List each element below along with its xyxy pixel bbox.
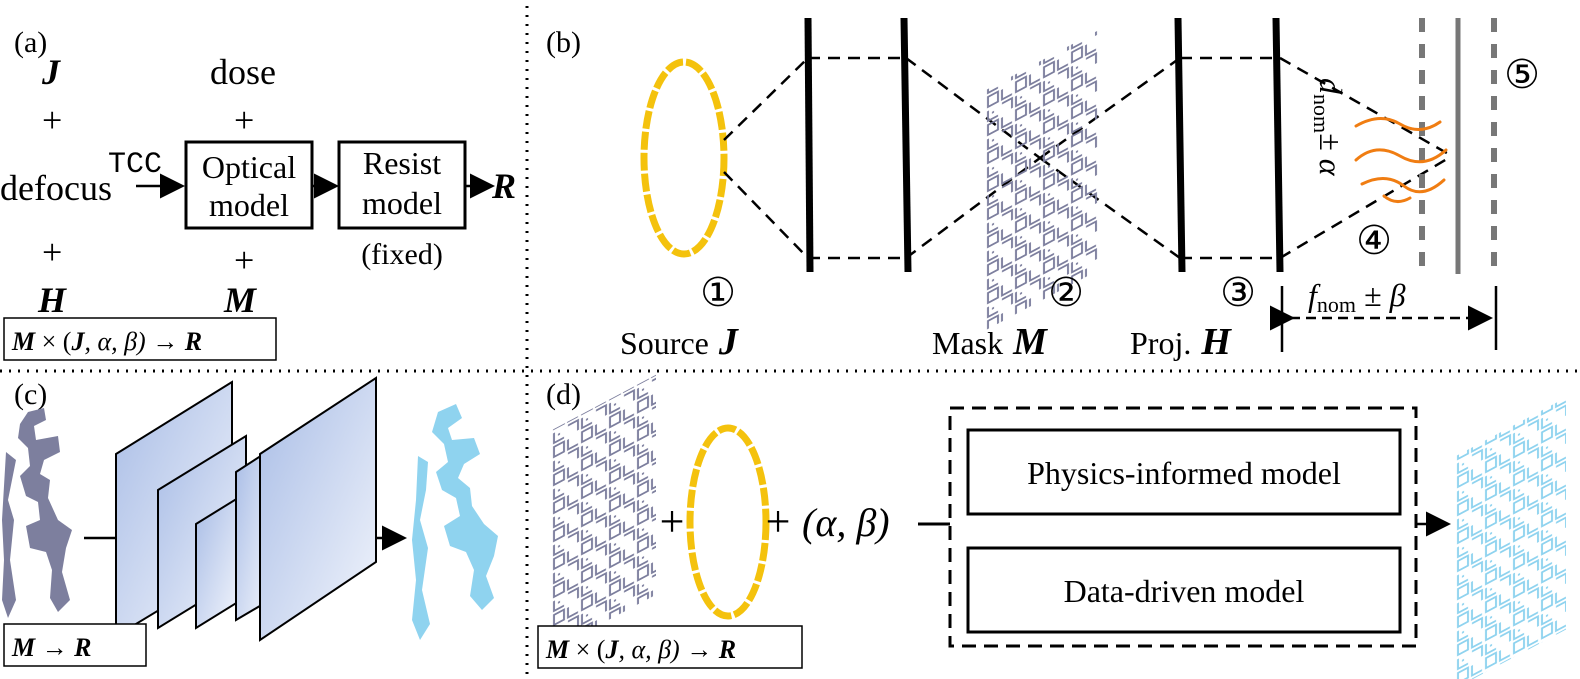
formula-box-a [3, 317, 277, 361]
panel-c-label: (c) [14, 378, 47, 411]
label-fixed: (fixed) [361, 238, 443, 271]
lens-2 [900, 17, 912, 273]
physics-model-label: Physics-informed model [1027, 455, 1341, 491]
symbol-H: H [37, 280, 67, 320]
models-dashed-box [948, 406, 1418, 648]
plus-H: + [42, 232, 62, 272]
label-dose: dose [210, 52, 276, 92]
mask-pattern-d [552, 374, 656, 650]
panel-b: (b) [546, 17, 1540, 363]
panel-c: (c) M → R [2, 376, 498, 667]
panel-a-label: (a) [14, 26, 47, 59]
plus-J: + [42, 100, 62, 140]
formula-c: M → R [11, 633, 91, 662]
panel-d: (d) + + (α, β) Physics-informed model Da… [537, 374, 1566, 679]
panel-d-label: (d) [546, 378, 581, 411]
source-ring [640, 58, 728, 258]
label-tcc: TCC [108, 148, 162, 182]
data-model-box [966, 546, 1402, 634]
label-d-nom: dnom± α [1309, 78, 1349, 177]
label-alpha-beta: (α, β) [802, 500, 890, 545]
circled-5: ⑤ [1504, 52, 1540, 97]
lens-4 [1272, 17, 1284, 273]
input-mask-clip [2, 408, 72, 618]
formula-d: M × (J, α, β) → R [545, 635, 736, 664]
formula-box-c [3, 623, 147, 667]
resist-model-line2: model [362, 185, 442, 221]
lens-1 [804, 17, 814, 273]
svg-text:dnom± α: dnom± α [1309, 78, 1349, 177]
data-model-label: Data-driven model [1064, 573, 1305, 609]
layer-5 [259, 376, 377, 642]
plus-d-2: + [766, 497, 791, 546]
panel-a: (a) J + dose + TCC defocus Optical model… [0, 26, 516, 361]
symbol-M: M [223, 280, 258, 320]
defocus-curves [1354, 117, 1448, 203]
circled-4: ④ [1356, 218, 1392, 263]
symbol-R: R [491, 166, 516, 206]
optical-model-line1: Optical [202, 149, 296, 185]
formula-a: M × (J, α, β) → R [11, 327, 202, 356]
label-proj: Proj.H [1130, 321, 1232, 363]
mask-pattern-b [986, 30, 1098, 330]
output-pattern-d [1456, 397, 1566, 679]
output-resist-clip [412, 404, 498, 640]
resist-model-line1: Resist [363, 145, 441, 181]
optical-rays [723, 56, 1453, 260]
optical-model-line2: model [209, 187, 289, 223]
circled-2: ② [1048, 270, 1084, 315]
plus-d-1: + [660, 497, 685, 546]
label-defocus: defocus [0, 168, 112, 208]
symbol-J: J [41, 52, 61, 92]
plus-dose: + [234, 100, 254, 140]
circled-3: ③ [1220, 270, 1256, 315]
circled-1: ① [700, 270, 736, 315]
plus-M: + [234, 240, 254, 280]
source-ring-d [686, 424, 770, 620]
label-f-nom: fnom ± β [1308, 277, 1406, 317]
lens-3 [1174, 17, 1186, 273]
physics-model-box [966, 428, 1402, 516]
formula-box-d [537, 625, 803, 669]
panel-b-label: (b) [546, 26, 581, 59]
